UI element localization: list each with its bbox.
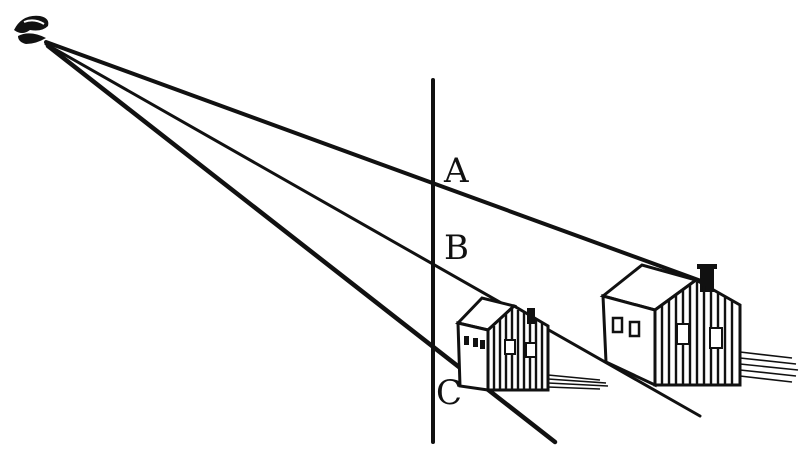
label-b: B — [444, 228, 469, 268]
eye-icon — [14, 15, 49, 44]
label-a: A — [443, 151, 469, 191]
label-c: C — [436, 373, 462, 413]
far-house — [599, 263, 799, 388]
near-house-shadow — [547, 374, 609, 390]
far-house-shadow — [739, 351, 799, 383]
near-house — [455, 296, 609, 392]
ray-to-far-house — [44, 40, 714, 287]
ray-to-near-house — [44, 42, 702, 418]
